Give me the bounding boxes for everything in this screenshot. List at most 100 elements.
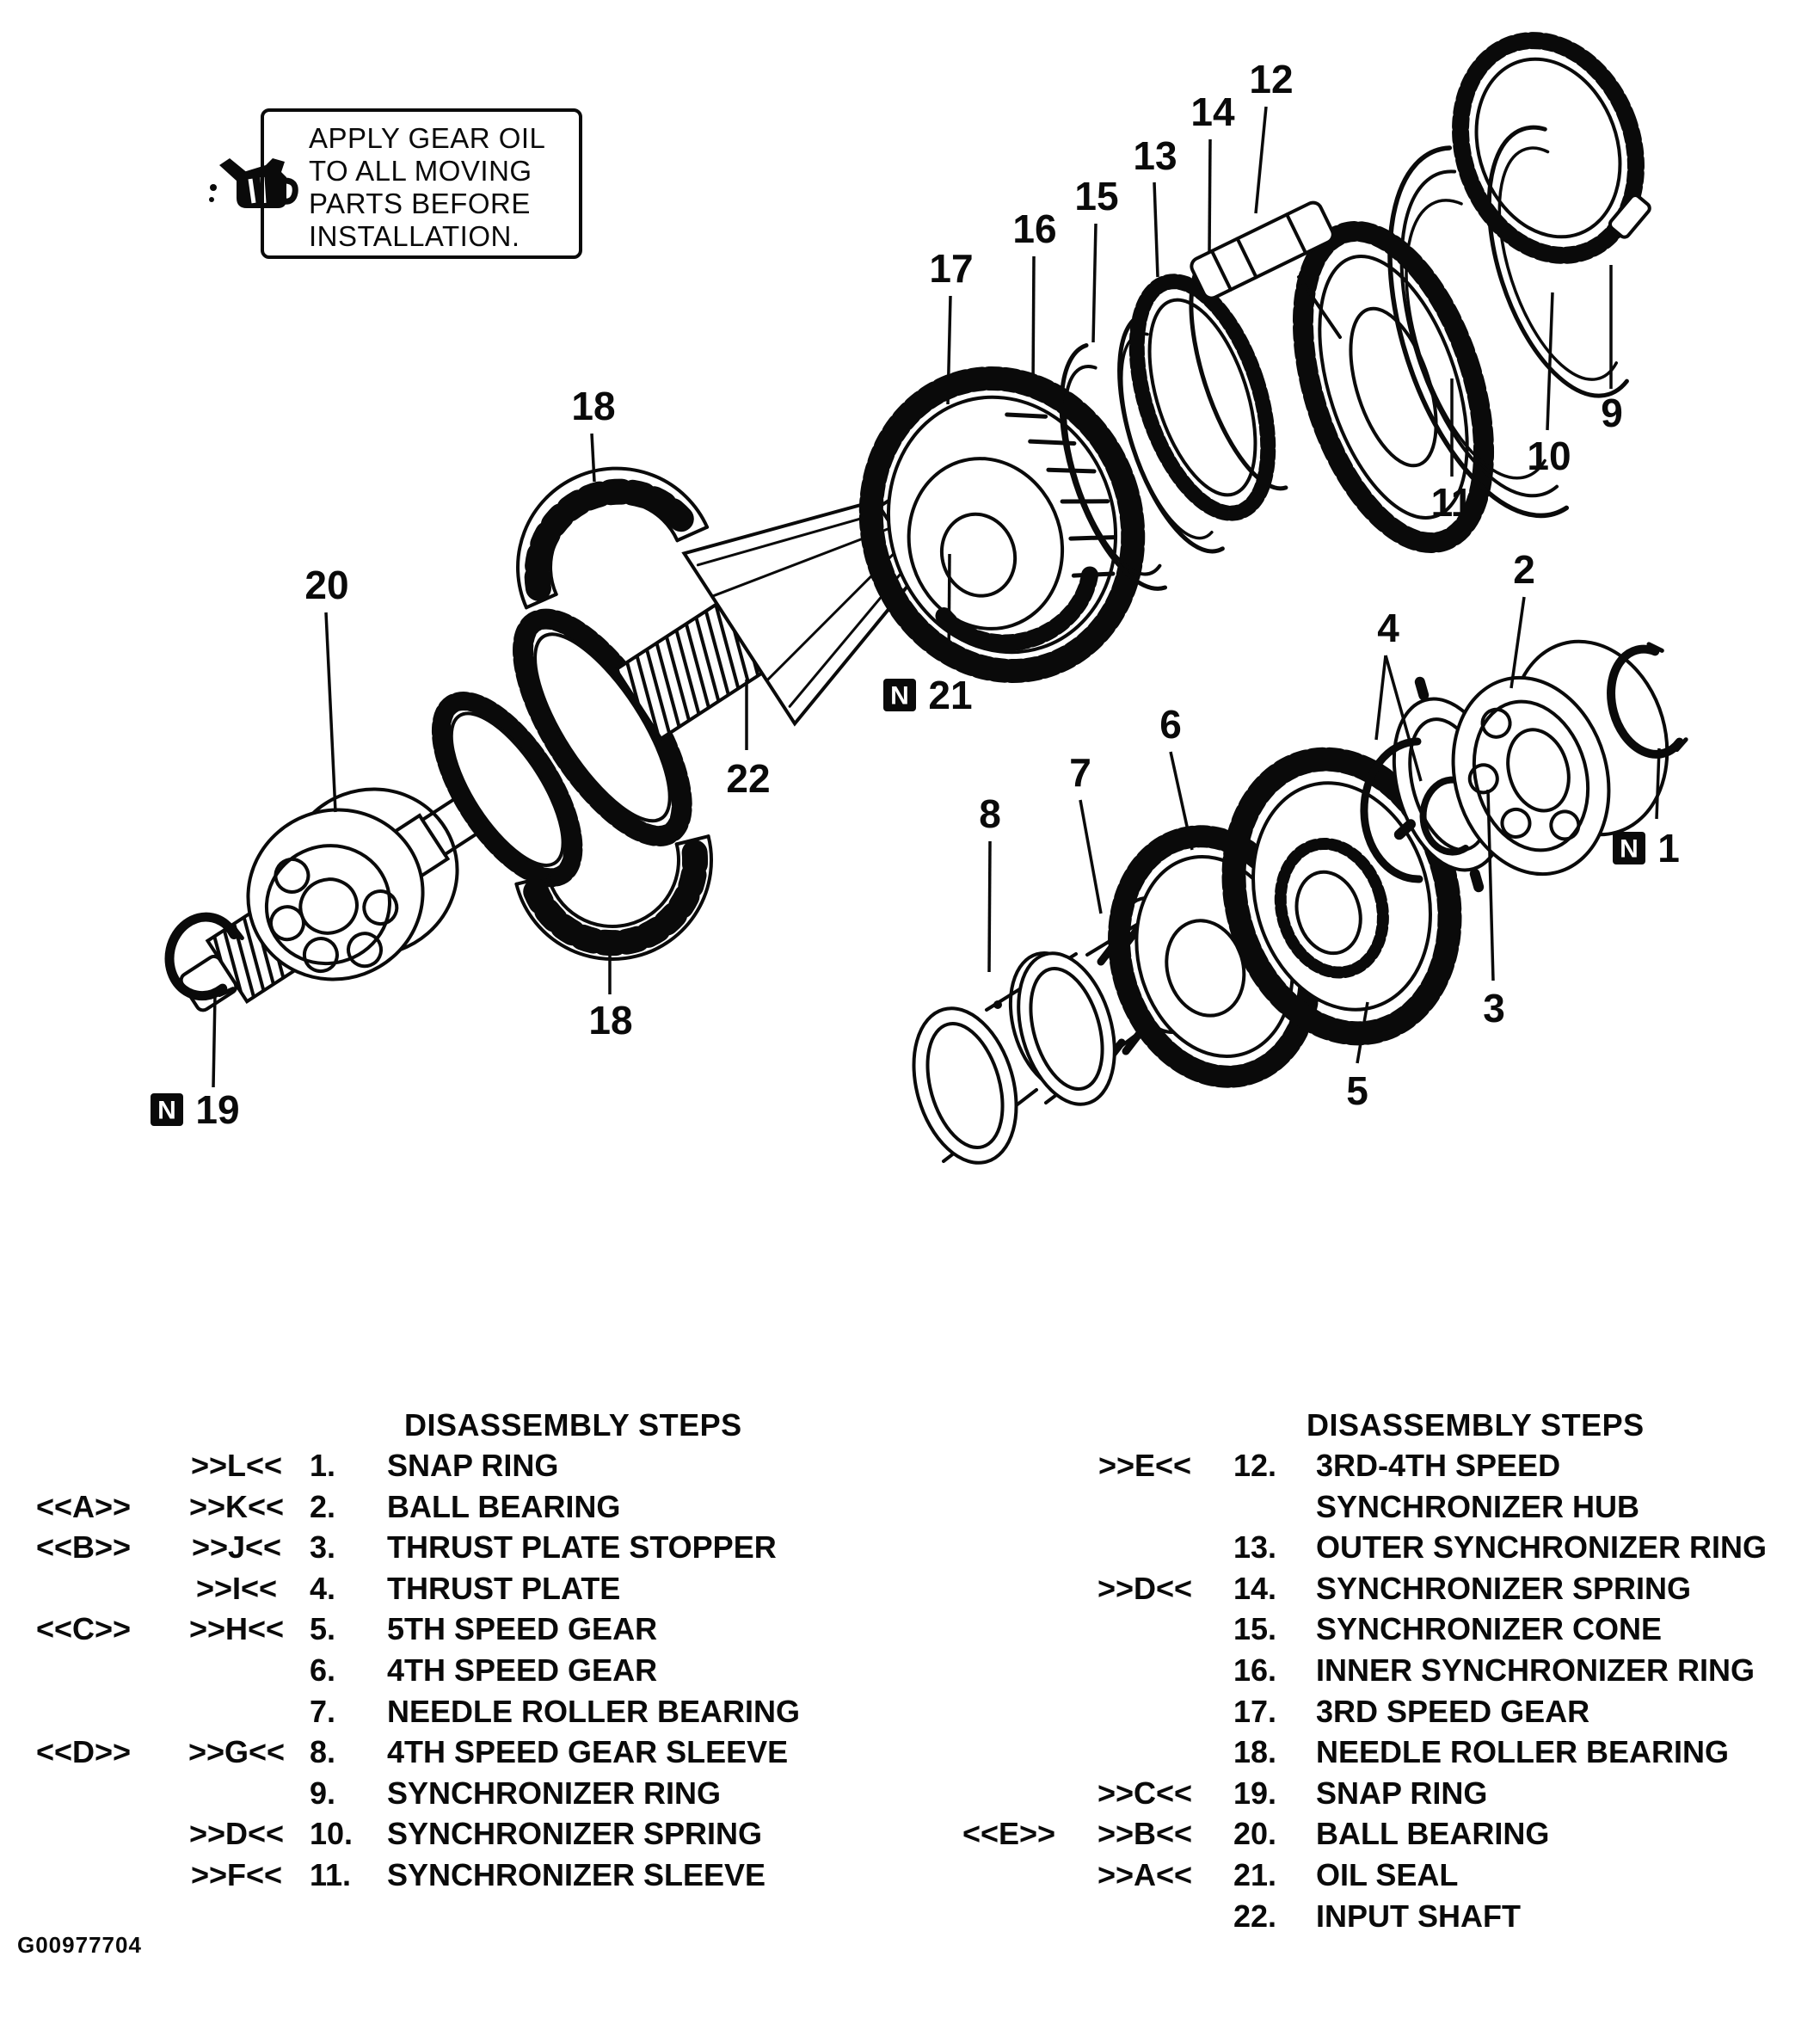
step-number: 8. xyxy=(310,1734,336,1770)
leader-line xyxy=(1153,181,1159,278)
step-symbol: >>C<< xyxy=(1097,1775,1193,1811)
step-symbol: >>F<< xyxy=(190,1856,283,1892)
callout-number: 7 xyxy=(1069,750,1091,795)
callout-number: 18 xyxy=(588,998,632,1043)
leader-line xyxy=(324,612,337,813)
callout-number: 16 xyxy=(1012,206,1056,251)
step-number: 2. xyxy=(310,1488,336,1524)
leader-line xyxy=(1079,799,1103,914)
disassembly-row: >>E<<12.3RD-4TH SPEED xyxy=(958,1445,1818,1486)
step-text: BALL BEARING xyxy=(387,1488,621,1524)
step-text: SYNCHRONIZER SLEEVE xyxy=(387,1856,766,1892)
step-number: 16. xyxy=(1233,1652,1277,1688)
disassembly-row: <<E>>>>B<<20.BALL BEARING xyxy=(958,1813,1818,1855)
step-number: 7. xyxy=(310,1693,336,1729)
step-number: 21. xyxy=(1233,1856,1277,1892)
step-symbol: >>J<< xyxy=(191,1529,282,1566)
callout-number: 21 xyxy=(928,673,972,717)
step-text: SNAP RING xyxy=(1316,1775,1488,1811)
step-text: SNAP RING xyxy=(387,1448,559,1483)
step-symbol: <<E>> xyxy=(962,1816,1056,1852)
step-number: 5. xyxy=(310,1611,336,1647)
callout-number: 11 xyxy=(1431,480,1473,525)
callout-number: 12 xyxy=(1249,57,1293,102)
callout-22: 22 xyxy=(726,680,771,801)
disassembly-row: 18. NEEDLE ROLLER BEARING xyxy=(958,1732,1818,1773)
step-number: 15. xyxy=(1233,1611,1277,1647)
part-ball-bearing-2 xyxy=(1451,639,1669,877)
disassembly-row: 15.SYNCHRONIZER CONE xyxy=(958,1609,1818,1650)
list-title: DISASSEMBLY STEPS xyxy=(1307,1407,1645,1443)
step-symbol: >>H<< xyxy=(188,1611,285,1647)
step-symbol: <<A>> xyxy=(35,1488,132,1524)
leader-line xyxy=(1384,655,1423,782)
disassembly-row: <<A>> >>K<< 2. BALL BEARING xyxy=(17,1486,877,1528)
callout-number: 18 xyxy=(571,384,615,428)
gear-oil-note: APPLY GEAR OIL TO ALL MOVING PARTS BEFOR… xyxy=(261,108,582,259)
step-text: SYNCHRONIZER RING xyxy=(387,1775,722,1811)
step-number: 11. xyxy=(310,1856,352,1892)
step-text: NEEDLE ROLLER BEARING xyxy=(1316,1734,1730,1770)
disassembly-row: <<D>>>>G<<8.4TH SPEED GEAR SLEEVE xyxy=(17,1732,877,1773)
leader-line xyxy=(1356,1001,1369,1064)
callout-18: 18 xyxy=(571,384,616,483)
part-synchronizer-ring-9 xyxy=(1452,32,1651,264)
disassembly-row: 16. INNER SYNCHRONIZER RING xyxy=(958,1650,1818,1691)
callout-20: 20 xyxy=(304,563,349,813)
step-text: SYNCHRONIZER HUB xyxy=(1316,1488,1640,1524)
leader-line xyxy=(1208,138,1212,254)
step-number: 6. xyxy=(310,1652,336,1688)
callout-18: 18 xyxy=(588,953,633,1043)
step-text: SYNCHRONIZER SPRING xyxy=(387,1816,763,1852)
step-text: BALL BEARING xyxy=(1316,1816,1550,1852)
disassembly-row: >>C<< 19. SNAP RING xyxy=(958,1773,1818,1814)
part-3rd-speed-gear xyxy=(858,366,1146,684)
callout-number: 3 xyxy=(1483,986,1505,1031)
callout-2: 2 xyxy=(1509,547,1535,689)
callout-11: 11 xyxy=(1431,378,1473,525)
step-number: 19. xyxy=(1233,1775,1277,1811)
n-symbol: N xyxy=(157,1097,176,1125)
step-text: INNER SYNCHRONIZER RING xyxy=(1316,1652,1755,1688)
note-line: APPLY GEAR OIL xyxy=(309,122,546,154)
disassembly-row: >>D<<10.SYNCHRONIZER SPRING xyxy=(17,1813,877,1855)
leader-line xyxy=(1486,789,1495,981)
step-symbol: <<B>> xyxy=(35,1529,132,1566)
disassembly-row: >>A<<21.OIL SEAL xyxy=(958,1855,1818,1896)
disassembly-row: 7.NEEDLE ROLLER BEARING xyxy=(17,1691,877,1732)
leader-line xyxy=(1509,596,1526,689)
callout-17: 17 xyxy=(929,246,974,405)
part-synchronizer-spring-10 xyxy=(1486,125,1629,398)
disassembly-row: >>L<< 1. SNAP RING xyxy=(17,1445,877,1486)
step-text: 5TH SPEED GEAR xyxy=(387,1611,658,1647)
leader-line xyxy=(987,840,992,973)
disassembly-row: SYNCHRONIZER HUB xyxy=(958,1486,1818,1528)
leader-line xyxy=(946,295,952,405)
step-number: 1. xyxy=(310,1448,336,1483)
callout-5: 5 xyxy=(1346,1001,1369,1113)
disassembly-row: 9. SYNCHRONIZER RING xyxy=(17,1773,877,1814)
callout-number: 14 xyxy=(1190,89,1235,134)
step-number: 9. xyxy=(310,1775,336,1811)
part-synchronizer-hub xyxy=(1190,200,1495,554)
callout-number: 17 xyxy=(929,246,973,291)
leader-line xyxy=(1655,748,1661,820)
step-symbol: >>K<< xyxy=(188,1488,285,1524)
n-symbol: N xyxy=(890,682,909,711)
step-symbol: >>L<< xyxy=(190,1448,283,1483)
disassembly-row: <<B>>>>J<<3.THRUST PLATE STOPPER xyxy=(17,1527,877,1568)
step-symbol: >>G<< xyxy=(188,1734,286,1770)
leader-line xyxy=(1169,751,1194,851)
callout-number: 8 xyxy=(979,791,1001,836)
n-symbol: N xyxy=(1620,835,1639,864)
step-symbol: >>B<< xyxy=(1097,1816,1193,1852)
step-symbol: <<C>> xyxy=(35,1611,132,1647)
step-number: 18. xyxy=(1233,1734,1277,1770)
callout-8: 8 xyxy=(979,791,1001,973)
callout-6: 6 xyxy=(1159,702,1194,851)
step-number: 10. xyxy=(310,1816,354,1852)
part-inner-synchronizer-ring xyxy=(1059,343,1168,591)
step-symbol: >>I<< xyxy=(195,1570,278,1606)
